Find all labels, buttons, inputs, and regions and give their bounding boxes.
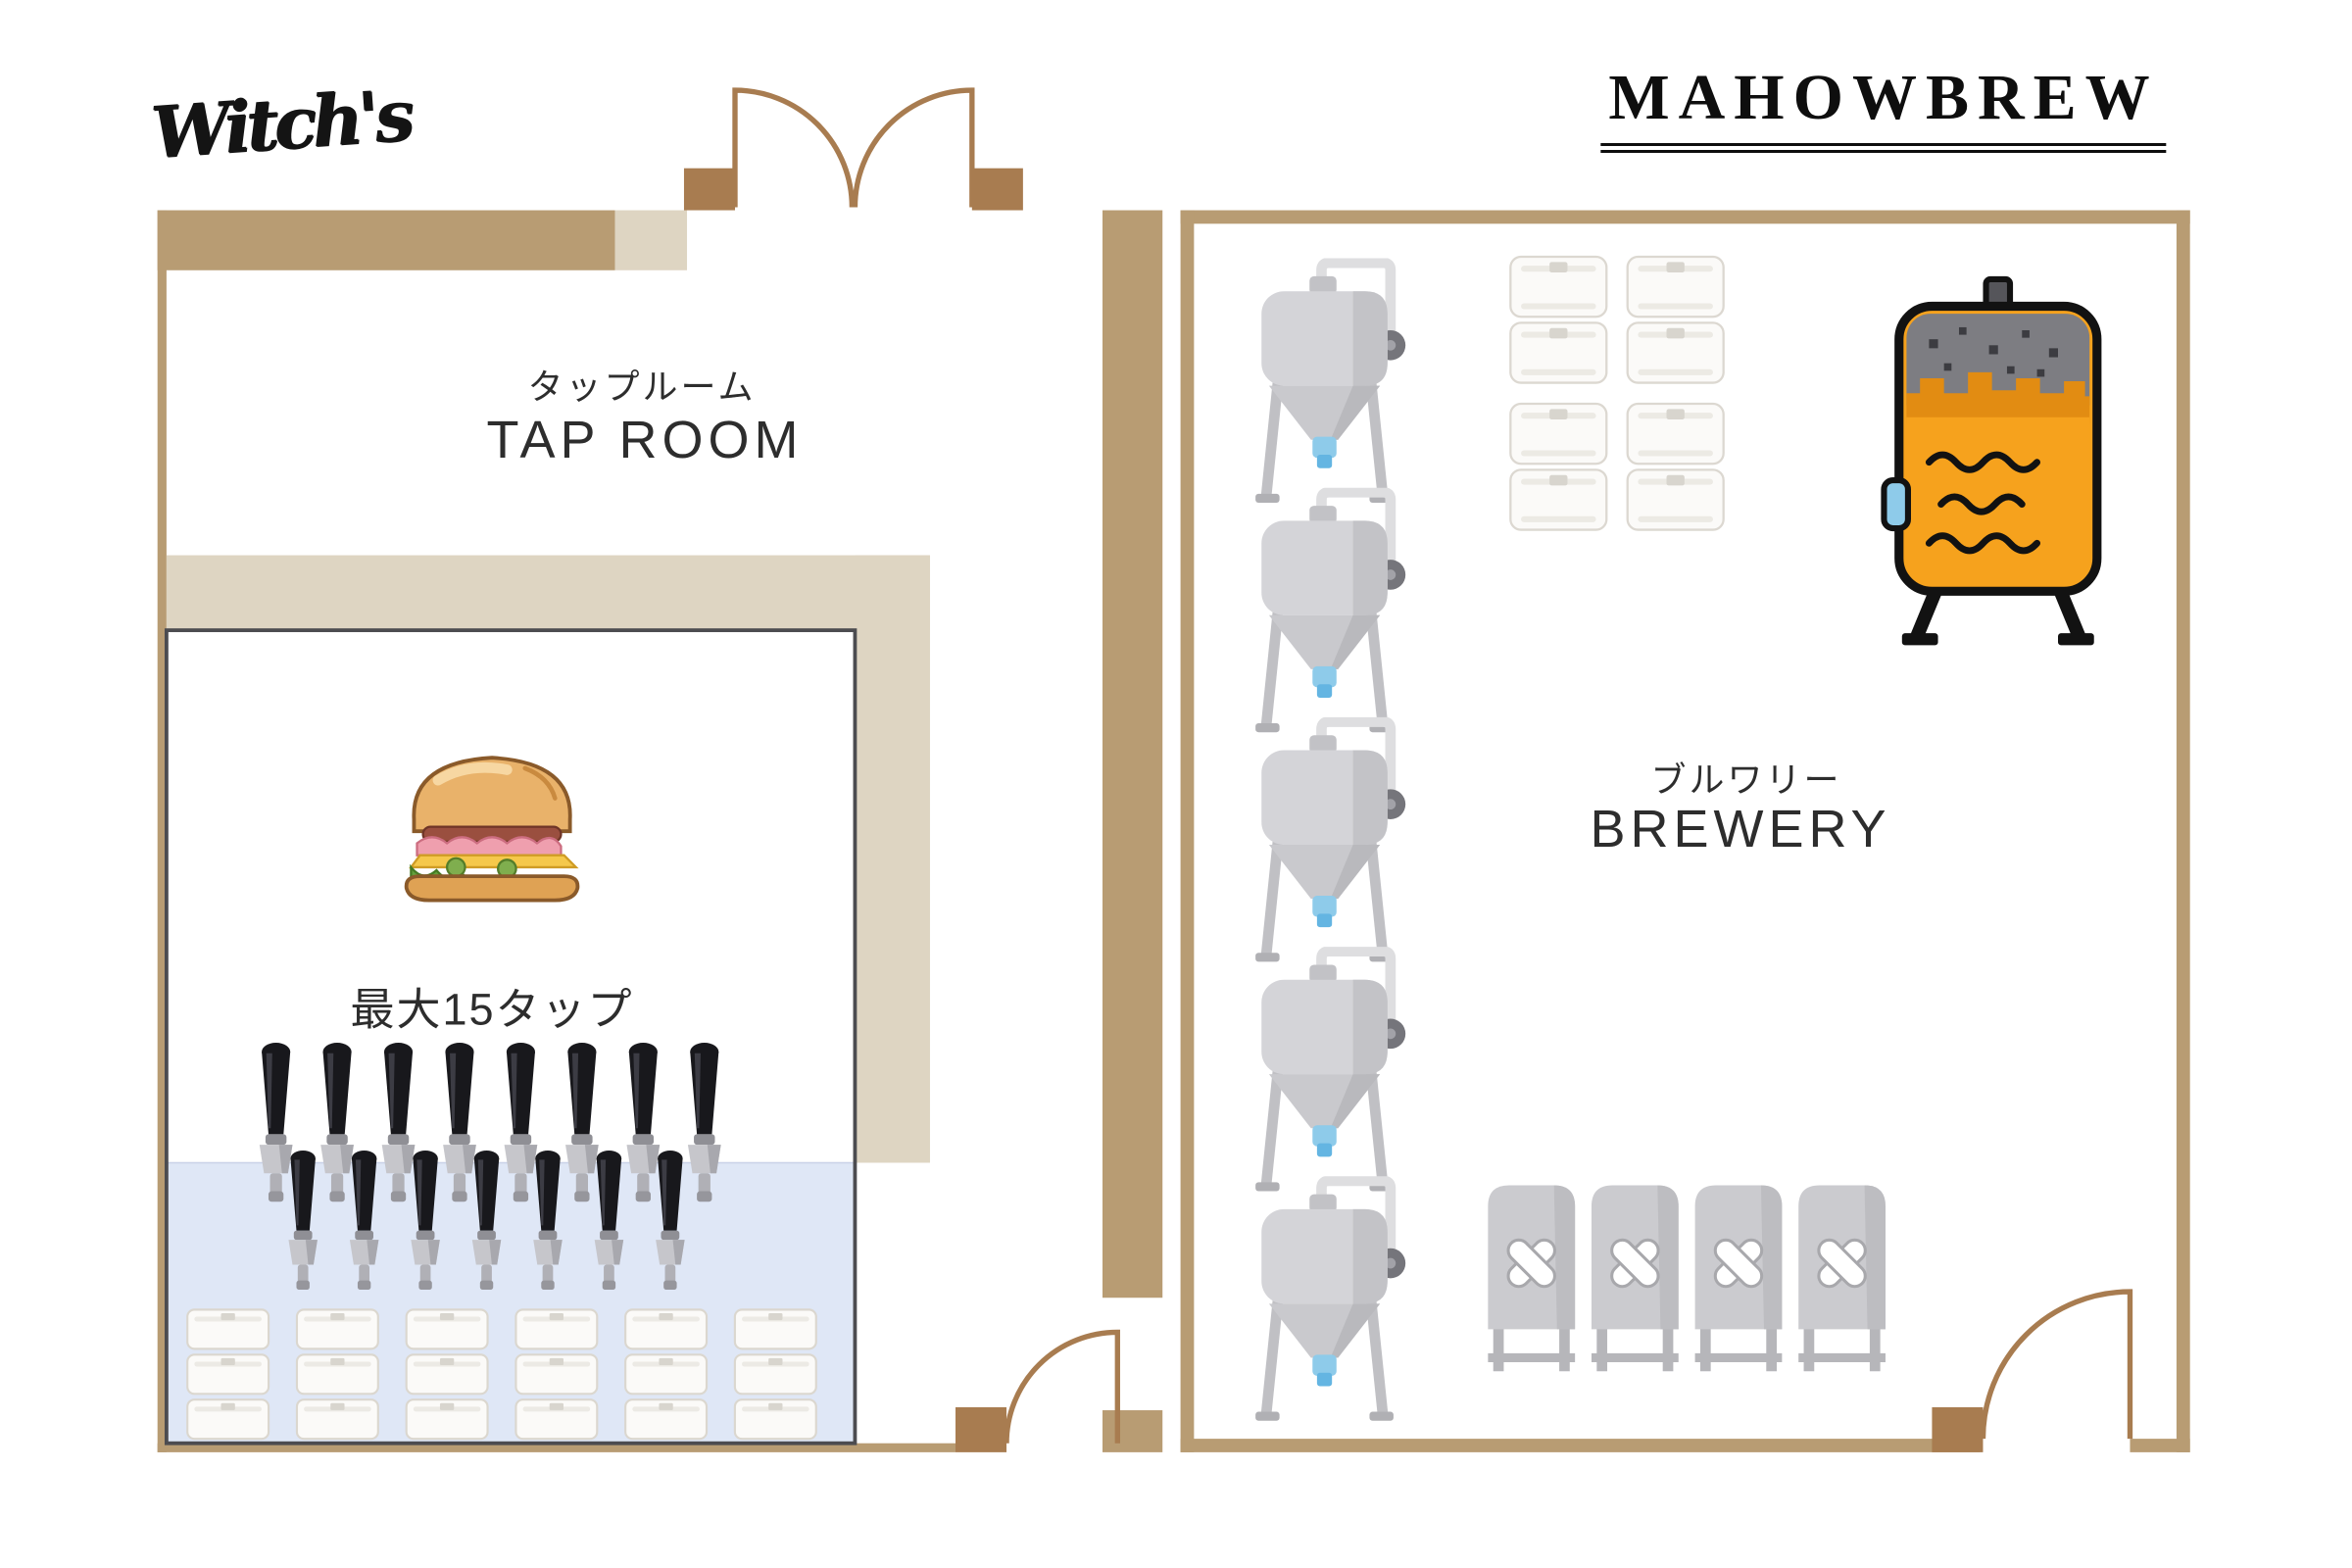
keg-case	[514, 1353, 599, 1396]
keg-case	[405, 1398, 489, 1441]
double-door-top	[683, 87, 1023, 211]
keg	[1626, 468, 1725, 531]
brite-tank	[1695, 1185, 1783, 1371]
keg-case	[733, 1353, 817, 1396]
keg-case	[295, 1353, 379, 1396]
brite-tank	[1592, 1185, 1679, 1371]
fermenter-tank	[1255, 263, 1405, 503]
brite-tank	[1798, 1185, 1886, 1371]
door-swing	[732, 87, 975, 208]
brite-tanks	[1488, 1185, 1886, 1371]
tap-room-label-jp: タップルーム	[527, 367, 757, 407]
keg-case	[624, 1308, 709, 1350]
walls	[157, 210, 2190, 1452]
keg-case	[295, 1308, 379, 1350]
wall-segment	[1180, 1439, 1981, 1452]
keg-case	[514, 1398, 599, 1441]
wall-segment-center	[1102, 210, 1163, 1298]
door-swing	[1004, 1329, 1120, 1444]
tap-room-label-en: TAP ROOM	[486, 411, 804, 469]
door-post	[1932, 1406, 1984, 1452]
keg	[1509, 321, 1608, 384]
interior-wall	[855, 555, 930, 1163]
door-swing	[1980, 1289, 2133, 1440]
wall-segment	[2130, 1439, 2190, 1452]
door-post	[971, 168, 1023, 211]
sandwich-bottom-bun	[404, 874, 580, 903]
tap-capacity-note: 最大15タップ	[350, 984, 634, 1035]
sandwich-ham	[416, 836, 563, 859]
door-post	[683, 168, 735, 211]
keg-case	[405, 1353, 489, 1396]
brewery-label-en: BREWERY	[1590, 800, 1891, 858]
keg-case	[733, 1308, 817, 1350]
interior-wall	[166, 555, 930, 631]
fermenter-tank	[1255, 952, 1405, 1192]
brite-tank	[1488, 1185, 1575, 1371]
keg	[1509, 402, 1608, 466]
keg-case	[514, 1308, 599, 1350]
brand-title: MAHOWBREW	[1600, 61, 2167, 153]
brewery-keg-stacks	[1509, 255, 1725, 531]
keg-case	[624, 1398, 709, 1441]
sandwich-illustration	[404, 756, 580, 903]
wall-segment	[2176, 210, 2190, 1452]
keg-case	[295, 1398, 379, 1441]
fermenter-tanks	[1255, 263, 1405, 1421]
sandwich-cheese	[409, 854, 579, 869]
door-taproom-bottom	[956, 1329, 1120, 1452]
door-brewery-bottom	[1932, 1289, 2133, 1452]
keg	[1626, 321, 1725, 384]
keg-case	[405, 1308, 489, 1350]
fermenter-tank	[1255, 492, 1405, 732]
wall-segment	[1102, 1410, 1163, 1452]
wall-segment	[614, 210, 688, 270]
keg-case	[186, 1308, 270, 1350]
keg	[1626, 255, 1725, 318]
bar-room-outline	[164, 628, 858, 1446]
wall-segment	[157, 1443, 956, 1452]
wall-segment	[1180, 210, 2190, 224]
kettle-contents	[1906, 314, 2090, 584]
wall-segment	[1180, 210, 1195, 1452]
door-post	[956, 1406, 1007, 1452]
bar-counter	[166, 1161, 857, 1445]
brewery-label-jp: ブルワリー	[1650, 760, 1842, 800]
keg-case	[733, 1398, 817, 1441]
keg-case	[186, 1398, 270, 1441]
kettle-foot	[2058, 633, 2094, 646]
fermenter-tank	[1255, 721, 1405, 961]
sandwich-pickle	[445, 857, 466, 878]
keg-case	[624, 1353, 709, 1396]
keg	[1509, 255, 1608, 318]
keg	[1509, 468, 1608, 531]
kettle-foot	[1901, 633, 1938, 646]
keg	[1626, 402, 1725, 466]
brew-kettle-illustration	[1881, 275, 2102, 646]
keg-case	[186, 1353, 270, 1396]
kettle-side-port	[1881, 476, 1911, 532]
wall-segment	[157, 210, 167, 1452]
wall-segment	[157, 210, 615, 270]
fermenter-tank	[1255, 1181, 1405, 1421]
